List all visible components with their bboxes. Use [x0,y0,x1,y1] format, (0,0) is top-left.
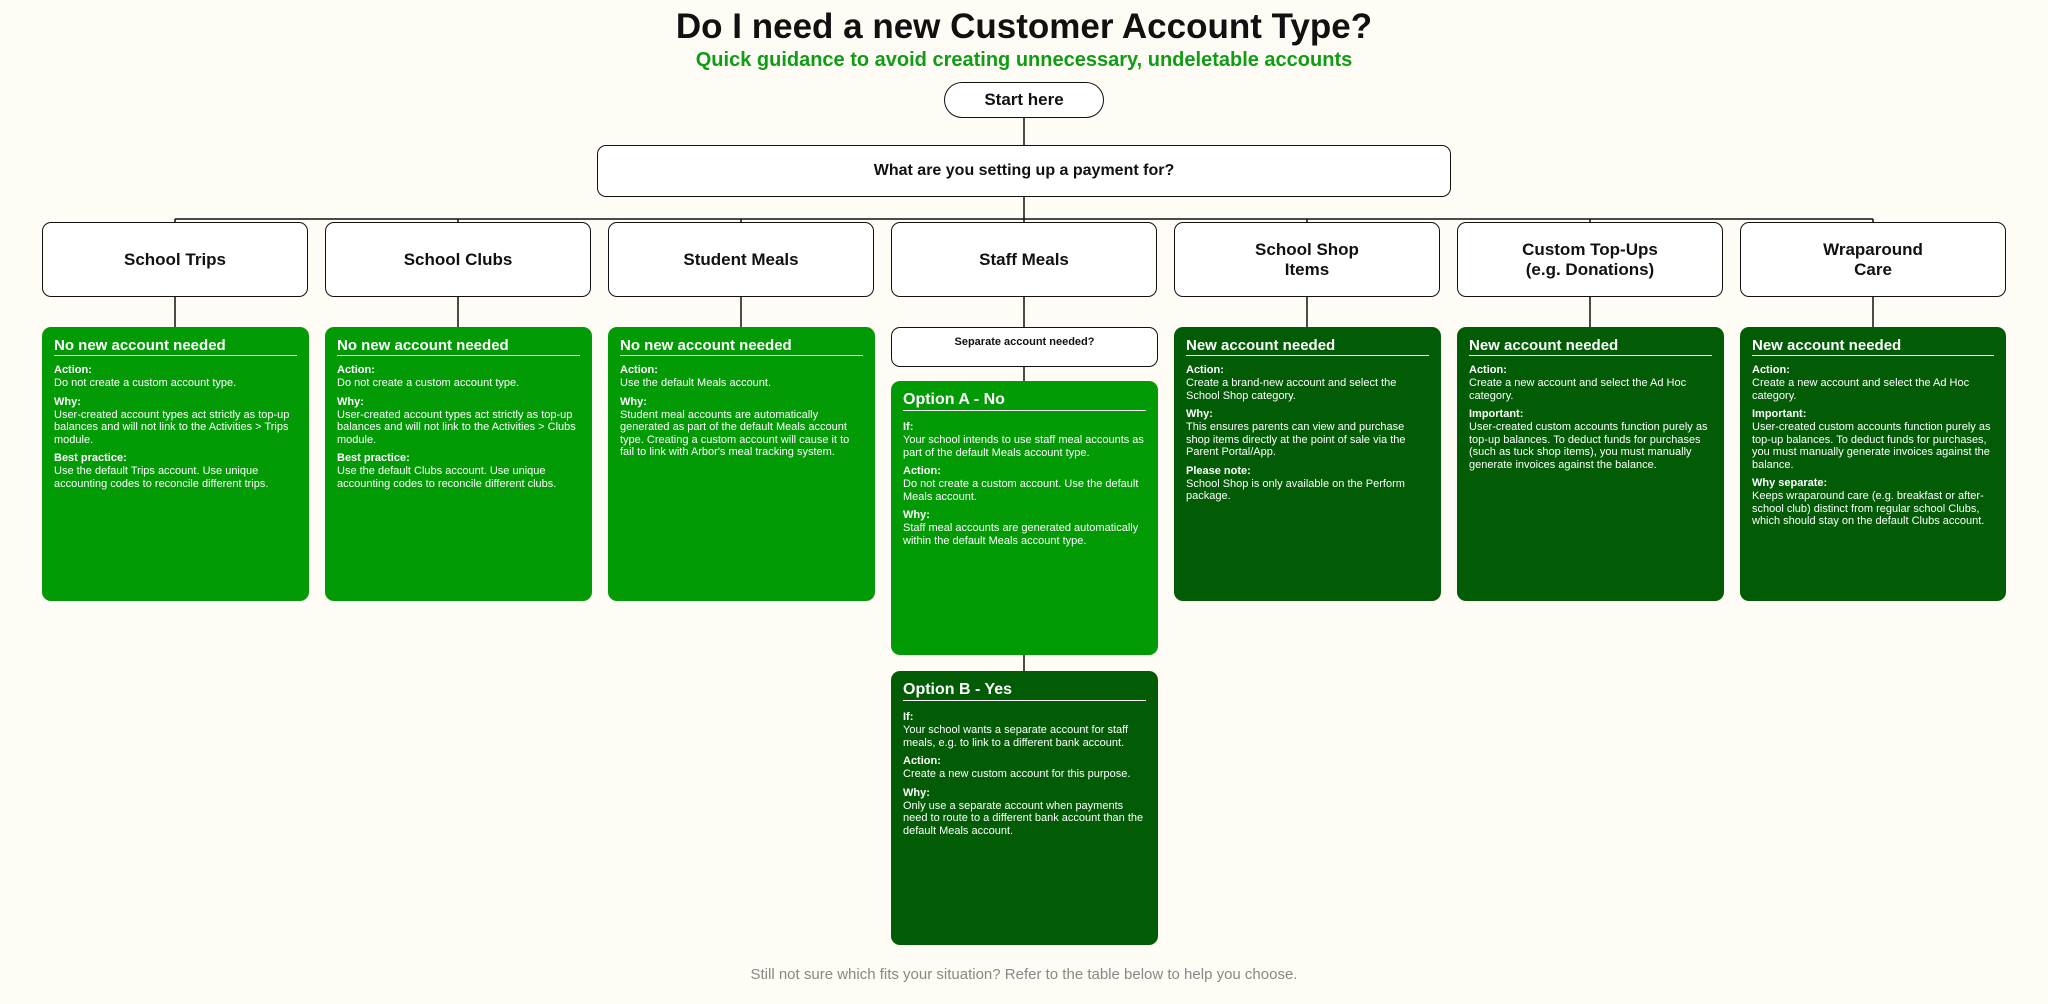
why-label: Why: [903,509,930,521]
card-title: Option B - Yes [903,681,1146,701]
why-label: Why: [54,395,81,408]
best-practice-text: Use the default Clubs account. Use uniqu… [337,465,557,490]
action-label: Action: [620,364,658,376]
action-label: Action: [54,364,92,376]
why-label: Why: [1186,408,1213,420]
page-title: Do I need a new Customer Account Type? [675,7,1373,46]
action-text: Do not create a custom account. Use the … [903,478,1139,503]
why-text: User-created account types act strictly … [54,408,290,446]
card-title: No new account needed [54,337,297,356]
if-text: Your school intends to use staff meal ac… [903,434,1144,459]
why-label: Why: [903,786,930,799]
action-label: Action: [903,755,941,767]
action-label: Action: [1469,364,1507,376]
category-school-shop-items: School Shop Items [1174,222,1440,297]
important-text: User-created custom accounts function pu… [1752,421,1991,471]
question-node: What are you setting up a payment for? [597,145,1451,197]
card-title: New account needed [1752,337,1994,356]
card-title: No new account needed [620,337,863,356]
card-title: Option A - No [903,391,1146,411]
if-label: If: [903,711,914,723]
action-text: Do not create a custom account type. [54,377,237,389]
action-label: Action: [337,364,375,376]
card-school-shop-items: New account needed Action: Create a bran… [1174,327,1441,601]
action-text: Create a new account and select the Ad H… [1469,377,1687,402]
category-school-clubs: School Clubs [325,222,591,297]
why-text: Staff meal accounts are generated automa… [903,522,1139,547]
why-separate-label: Why separate: [1752,477,1828,489]
card-school-trips: No new account needed Action: Do not cre… [42,327,309,601]
note-text: School Shop is only available on the Per… [1186,477,1405,503]
start-node: Start here [944,82,1104,118]
if-label: If: [903,421,914,433]
footer-note: Still not sure which fits your situation… [750,966,1298,983]
card-wraparound-care: New account needed Action: Create a new … [1740,327,2006,601]
category-wraparound-care: Wraparound Care [1740,222,2006,297]
action-label: Action: [1752,364,1790,376]
important-text: User-created custom accounts function pu… [1469,421,1708,471]
category-staff-meals: Staff Meals [891,222,1157,297]
card-title: No new account needed [337,337,580,356]
category-school-trips: School Trips [42,222,308,297]
why-text: User-created account types act strictly … [337,408,576,446]
card-title: New account needed [1186,337,1429,356]
card-custom-top-ups: New account needed Action: Create a new … [1457,327,1724,601]
why-separate-text: Keeps wraparound care (e.g. breakfast or… [1752,490,1985,527]
why-label: Why: [337,395,364,408]
action-text: Use the default Meals account. [620,377,772,389]
why-label: Why: [620,395,647,408]
action-text: Create a brand-new account and select th… [1186,377,1397,402]
card-school-clubs: No new account needed Action: Do not cre… [325,327,592,601]
action-label: Action: [1186,364,1224,376]
why-text: This ensures parents can view and purcha… [1186,421,1406,458]
card-staff-meals-option-b: Option B - Yes If: Your school wants a s… [891,671,1158,945]
card-staff-meals-option-a: Option A - No If: Your school intends to… [891,381,1158,655]
action-text: Create a new account and select the Ad H… [1752,377,1970,402]
if-text: Your school wants a separate account for… [903,724,1129,749]
best-practice-label: Best practice: [337,452,410,464]
card-title: New account needed [1469,337,1712,356]
category-custom-top-ups: Custom Top-Ups (e.g. Donations) [1457,222,1723,297]
important-label: Important: [1469,408,1524,420]
card-student-meals: No new account needed Action: Use the de… [608,327,875,601]
separate-account-question: Separate account needed? [891,327,1158,367]
best-practice-text: Use the default Trips account. Use uniqu… [54,465,269,490]
important-label: Important: [1752,408,1807,420]
action-text: Do not create a custom account type. [337,377,520,389]
note-label: Please note: [1186,464,1251,477]
why-text: Student meal accounts are automatically … [620,408,850,459]
action-text: Create a new custom account for this pur… [903,768,1131,780]
why-text: Only use a separate account when payment… [903,799,1144,837]
page-subtitle: Quick guidance to avoid creating unneces… [695,49,1353,71]
best-practice-label: Best practice: [54,452,127,464]
category-student-meals: Student Meals [608,222,874,297]
action-label: Action: [903,465,941,477]
